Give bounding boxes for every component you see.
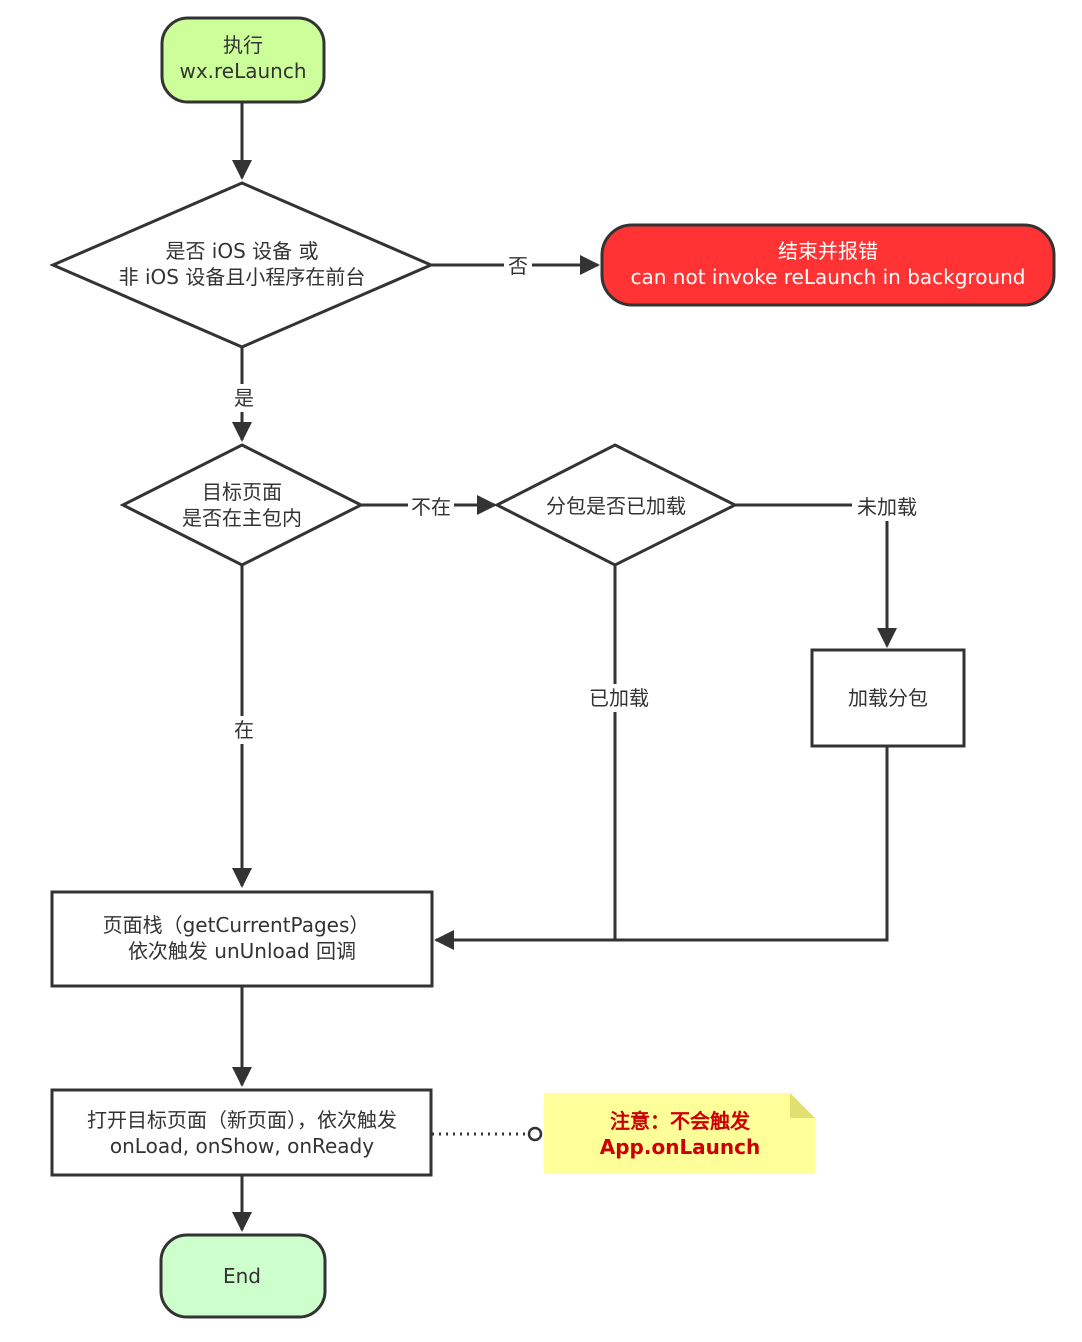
load-sub-line1: 加载分包 bbox=[848, 686, 928, 710]
edge-sub-not-loaded bbox=[735, 503, 897, 648]
end-node: End bbox=[159, 1233, 327, 1319]
note-line1: 注意：不会触发 bbox=[610, 1109, 751, 1133]
edge-label-in: 在 bbox=[234, 718, 254, 742]
decision-foreground-line1: 是否 iOS 设备 或 bbox=[165, 239, 318, 263]
start-line2: wx.reLaunch bbox=[179, 59, 306, 83]
error-line1: 结束并报错 bbox=[778, 239, 878, 263]
decision-foreground-line2: 非 iOS 设备且小程序在前台 bbox=[119, 265, 366, 289]
unload-line2: 依次触发 unUnload 回调 bbox=[128, 939, 356, 963]
edge-label-loaded: 已加载 bbox=[589, 686, 649, 710]
start-line1: 执行 bbox=[223, 33, 263, 57]
edge-label-yes: 是 bbox=[234, 386, 254, 410]
process-unload-pages: 页面栈（getCurrentPages） 依次触发 unUnload 回调 bbox=[50, 890, 434, 988]
start-node: 执行 wx.reLaunch bbox=[160, 16, 326, 104]
note-fold-corner bbox=[790, 1093, 815, 1118]
edge-label-not-in: 不在 bbox=[411, 495, 451, 519]
unload-line1: 页面栈（getCurrentPages） bbox=[103, 913, 370, 937]
decision-main-package: 目标页面 是否在主包内 bbox=[119, 443, 365, 567]
error-line2: can not invoke reLaunch in background bbox=[631, 265, 1026, 289]
note-sticky: 注意：不会触发 App.onLaunch bbox=[544, 1093, 815, 1173]
note-connector-dot bbox=[527, 1126, 543, 1142]
decision-main-line1: 目标页面 bbox=[202, 480, 282, 504]
decision-sub-line1: 分包是否已加载 bbox=[546, 494, 686, 518]
end-label: End bbox=[223, 1264, 261, 1288]
edge-label-no: 否 bbox=[508, 254, 528, 278]
note-line2: App.onLaunch bbox=[600, 1135, 761, 1159]
process-open-target: 打开目标页面（新页面），依次触发 onLoad, onShow, onReady bbox=[50, 1088, 433, 1177]
open-line1: 打开目标页面（新页面），依次触发 bbox=[87, 1108, 397, 1132]
decision-main-line2: 是否在主包内 bbox=[182, 506, 302, 530]
edge-label-not-loaded: 未加载 bbox=[857, 495, 917, 519]
edge-load-to-unload bbox=[434, 746, 889, 950]
process-load-subpackage: 加载分包 bbox=[810, 648, 966, 748]
open-line2: onLoad, onShow, onReady bbox=[110, 1134, 374, 1158]
decision-foreground: 是否 iOS 设备 或 非 iOS 设备且小程序在前台 bbox=[49, 181, 435, 349]
error-node: 结束并报错 can not invoke reLaunch in backgro… bbox=[600, 223, 1056, 307]
decision-subpackage: 分包是否已加载 bbox=[493, 443, 739, 567]
